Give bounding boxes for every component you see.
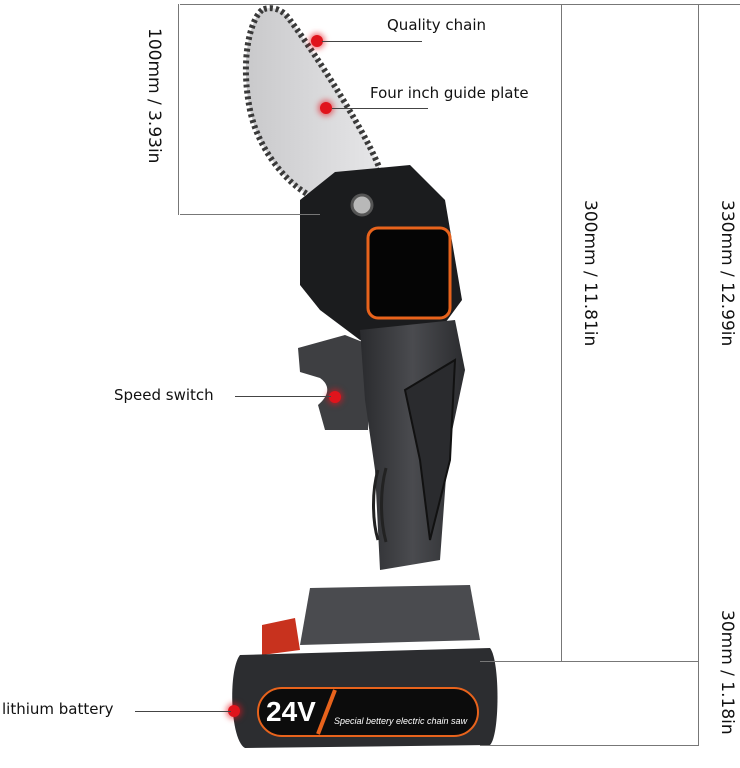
leader-line	[322, 41, 422, 42]
dim-line	[180, 214, 320, 215]
leader-line	[135, 711, 231, 712]
marker-dot	[311, 35, 323, 47]
marker-dot	[320, 102, 332, 114]
label-guide-plate: Four inch guide plate	[370, 84, 529, 102]
leader-line	[235, 396, 331, 397]
battery-voltage: 24V	[266, 696, 316, 727]
dim-line	[180, 4, 540, 5]
marker-dot	[228, 705, 240, 717]
battery-text: Special bettery electric chain saw	[334, 716, 468, 726]
dim-battery-height: 30mm / 1.18in	[717, 610, 737, 735]
dim-line	[178, 4, 179, 215]
label-speed-switch: Speed switch	[114, 386, 214, 404]
dim-line	[480, 661, 699, 662]
dim-total-height: 330mm / 12.99in	[717, 200, 737, 347]
leader-line	[332, 108, 428, 109]
dim-line	[561, 4, 562, 661]
dim-line	[698, 4, 699, 746]
dim-bar-length: 100mm / 3.93in	[144, 28, 164, 164]
label-lithium-battery: lithium battery	[2, 700, 114, 718]
label-quality-chain: Quality chain	[387, 16, 486, 34]
marker-dot	[329, 391, 341, 403]
dim-body-height: 300mm / 11.81in	[580, 200, 600, 347]
dim-line	[540, 4, 740, 5]
dim-line	[480, 745, 699, 746]
